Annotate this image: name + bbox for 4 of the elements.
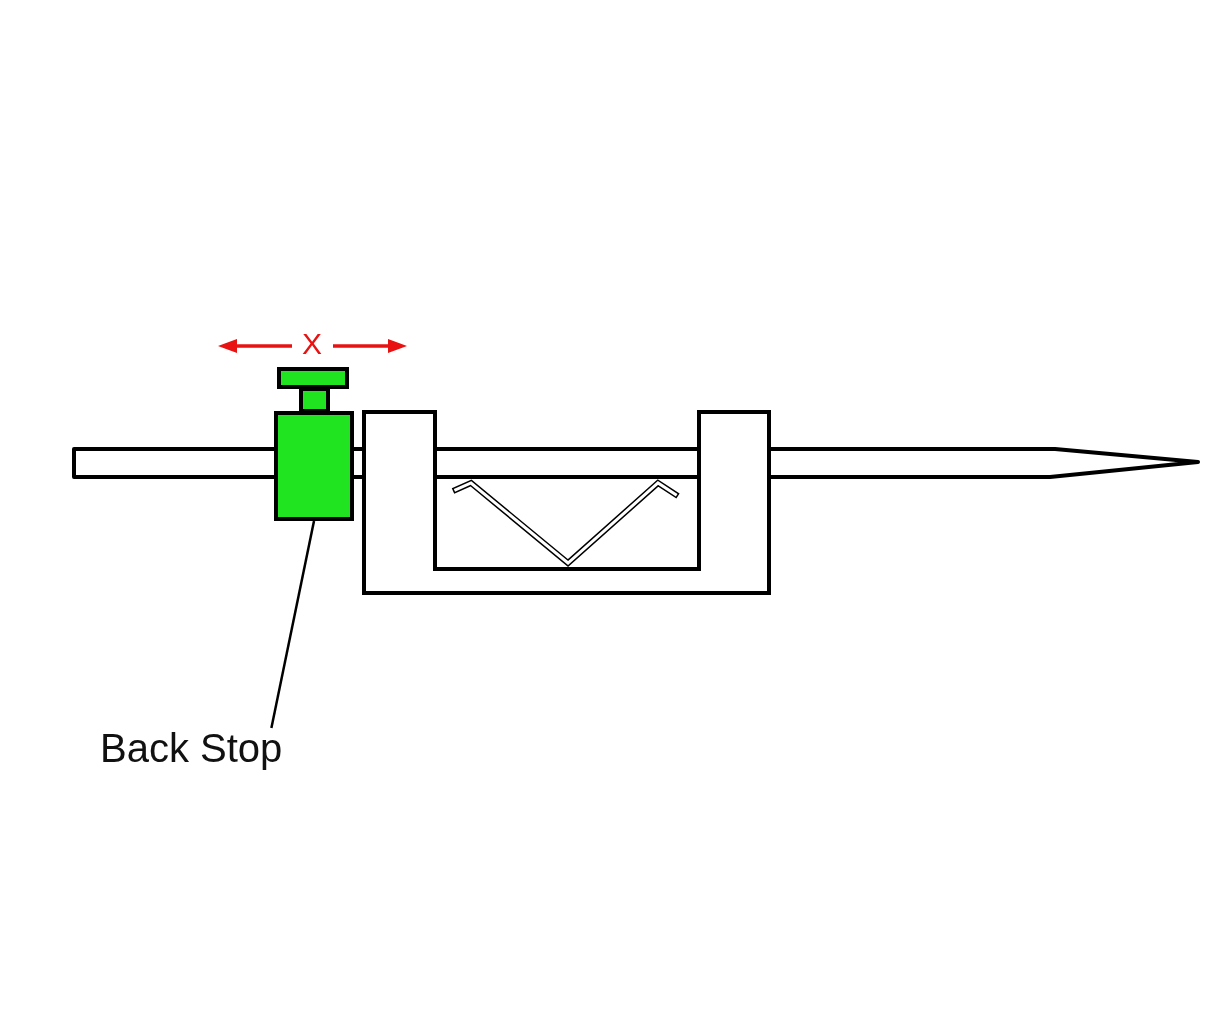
- movement-label: X: [302, 329, 322, 359]
- back-stop-block: [274, 411, 354, 521]
- part-label: Back Stop: [100, 728, 283, 768]
- leader-line: [270, 520, 316, 729]
